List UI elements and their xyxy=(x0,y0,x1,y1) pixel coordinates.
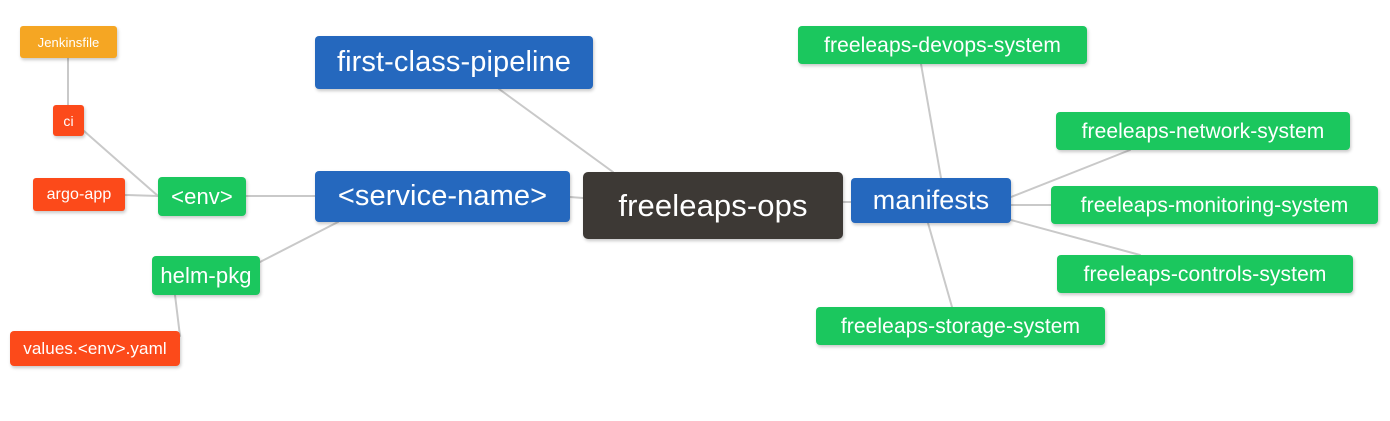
edge-manifests-to-storage xyxy=(927,222,953,308)
node-jenkinsfile[interactable]: Jenkinsfile xyxy=(20,26,117,58)
node-env[interactable]: <env> xyxy=(158,177,246,216)
node-controls[interactable]: freeleaps-controls-system xyxy=(1057,255,1353,293)
edge-pipeline-to-freeleaps-ops xyxy=(498,88,614,173)
node-pipeline[interactable]: first-class-pipeline xyxy=(315,36,593,89)
node-network[interactable]: freeleaps-network-system xyxy=(1056,112,1350,150)
node-freeleaps-ops[interactable]: freeleaps-ops xyxy=(583,172,843,239)
edge-helm-pkg-to-service-name xyxy=(259,221,339,263)
node-manifests[interactable]: manifests xyxy=(851,178,1011,223)
edge-values-yaml-to-helm-pkg xyxy=(174,294,181,337)
node-service-name[interactable]: <service-name> xyxy=(315,171,570,222)
node-ci[interactable]: ci xyxy=(53,105,84,136)
node-helm-pkg[interactable]: helm-pkg xyxy=(152,256,260,295)
node-values-yaml[interactable]: values.<env>.yaml xyxy=(10,331,180,366)
node-storage[interactable]: freeleaps-storage-system xyxy=(816,307,1105,345)
node-argo-app[interactable]: argo-app xyxy=(33,178,125,211)
edge-argo-app-to-env xyxy=(124,194,159,197)
edge-manifests-to-devops xyxy=(920,63,942,179)
edge-manifests-to-controls xyxy=(1010,219,1141,256)
node-monitoring[interactable]: freeleaps-monitoring-system xyxy=(1051,186,1378,224)
node-devops[interactable]: freeleaps-devops-system xyxy=(798,26,1087,64)
edge-service-name-to-freeleaps-ops xyxy=(569,196,584,199)
